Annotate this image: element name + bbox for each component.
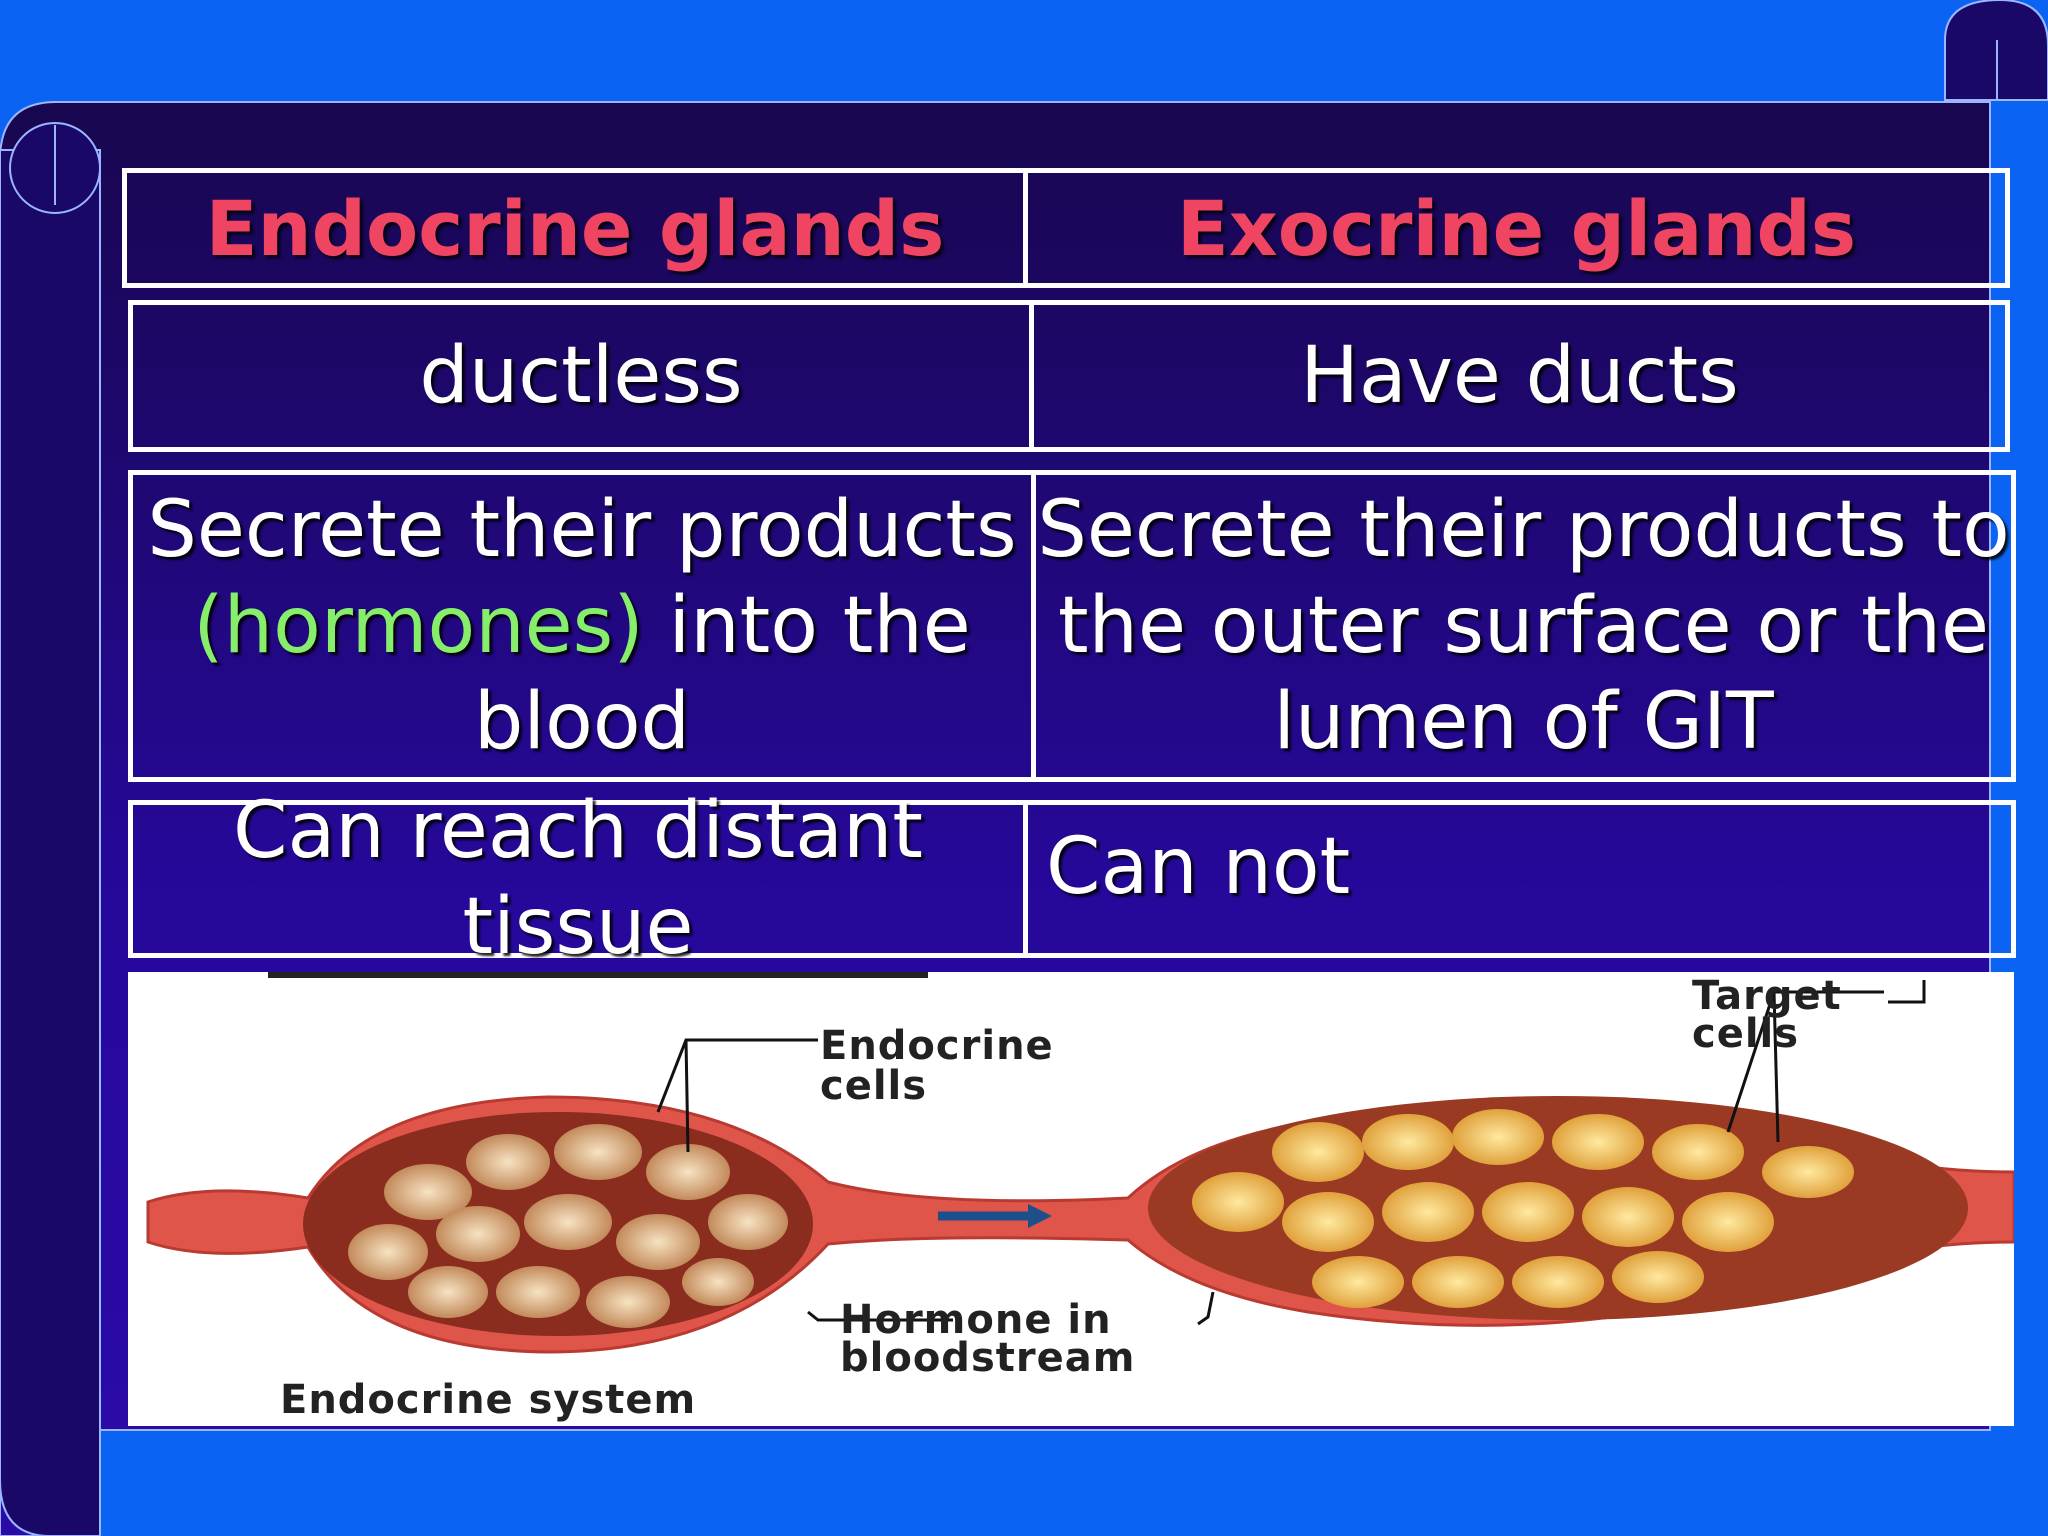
exocrine-header: Exocrine glands [1176, 183, 1857, 273]
table-header-row: Endocrine glands Exocrine glands [122, 168, 2010, 288]
exocrine-secretion-line-1: Secrete their products to [1037, 485, 2010, 575]
table-row-distance: Can reach distant tissue Can not [128, 786, 2016, 972]
table-row-ducts: ductless Have ducts [128, 300, 2010, 452]
exocrine-secretion-line-3: lumen of GIT [1273, 677, 1774, 767]
endocrine-secretion-line-2: (hormones) into the [193, 578, 971, 674]
endocrine-secretion-line-3: blood [473, 677, 691, 767]
endocrine-system-label: Endocrine system [280, 1377, 697, 1423]
exocrine-ducts-cell: Have ducts [1300, 331, 1739, 421]
exocrine-secretion-cell: Secrete their products to the outer surf… [1036, 475, 2011, 777]
endocrine-cells-label-2: cells [820, 1063, 928, 1109]
endocrine-header: Endocrine glands [127, 173, 1028, 283]
endocrine-secretion-line-1: Secrete their products [147, 485, 1017, 575]
endocrine-distance-cell: Can reach distant tissue [133, 786, 1028, 972]
target-cells-label-1: Target [1692, 973, 1842, 1019]
endocrine-system-diagram: Endocrine cells Target cells Hormone in … [128, 972, 2014, 1426]
target-cells-label-2: cells [1692, 1011, 1800, 1057]
endocrine-ducts-cell: ductless [133, 305, 1034, 447]
hormone-label-1: Hormone in [840, 1297, 1112, 1343]
endocrine-secretion-cell: Secrete their products (hormones) into t… [133, 475, 1036, 777]
table-row-secretion: Secrete their products (hormones) into t… [128, 470, 2016, 782]
endocrine-cells-label-1: Endocrine [820, 1023, 1054, 1069]
hormones-highlight: (hormones) [193, 581, 644, 671]
exocrine-distance-cell: Can not [1046, 822, 1351, 912]
blood-vessel-illustration [146, 972, 2014, 1354]
endocrine-secretion-line-2-rest: into the [643, 581, 971, 671]
hormone-label-2: bloodstream [840, 1335, 1136, 1381]
exocrine-secretion-line-2: the outer surface or the [1057, 581, 1990, 671]
